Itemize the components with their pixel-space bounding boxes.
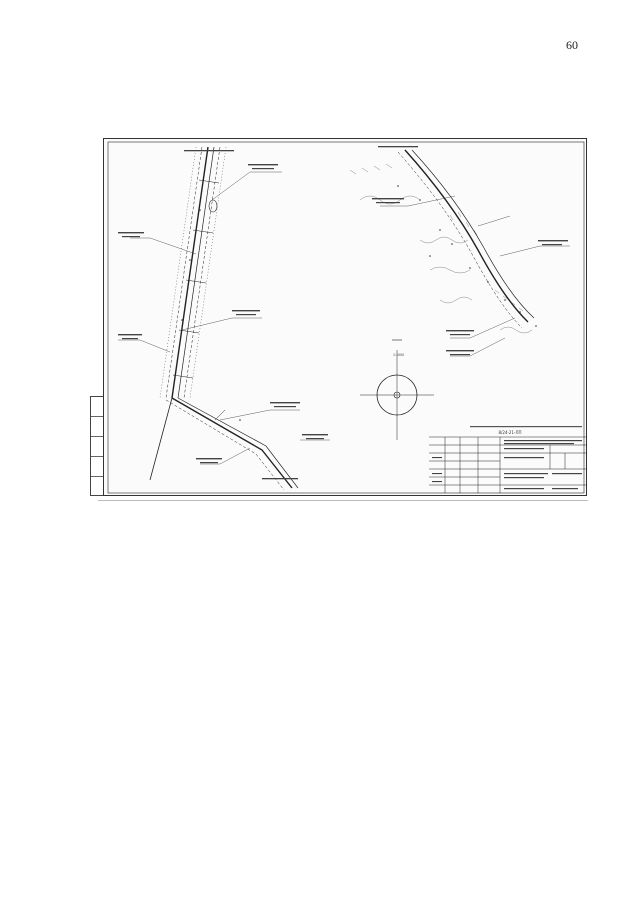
title-block-text [432, 440, 582, 490]
terrain-hatching [349, 163, 533, 334]
crossing-marker [208, 199, 218, 213]
survey-points [181, 185, 537, 421]
callouts [118, 171, 570, 465]
inner-frame [107, 141, 585, 494]
drawing-code: 8/24-21-ЛП [498, 430, 522, 435]
section-scale-label: 1:1000 [393, 353, 404, 357]
page-number: 60 [566, 38, 578, 52]
pipeline-right [397, 149, 535, 329]
callout-blocks [118, 146, 568, 480]
binding-stamp-strip [90, 396, 103, 496]
title-block-lines [429, 436, 587, 493]
pipeline-branch-lower [149, 397, 299, 491]
picket-marks [172, 179, 226, 421]
note-line [470, 426, 582, 428]
pipeline-left [159, 146, 227, 399]
scan-edge [98, 500, 588, 501]
section-detail [360, 339, 434, 440]
